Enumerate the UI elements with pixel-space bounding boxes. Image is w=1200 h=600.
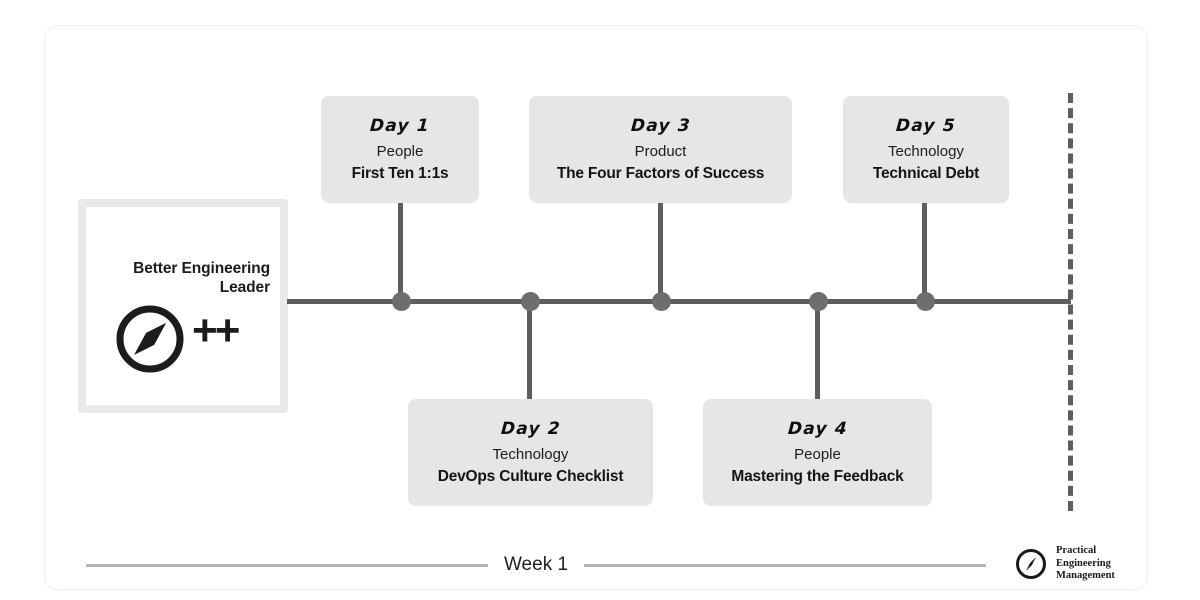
- day-card-1-title: First Ten 1:1s: [351, 165, 449, 182]
- day-card-1-category: People: [376, 143, 424, 160]
- compass-icon: [1016, 549, 1046, 579]
- timeline-axis: [287, 299, 1071, 304]
- day-card-5-category: Technology: [888, 143, 964, 160]
- brand-logo-box: Better Engineering Leader ++: [78, 199, 288, 413]
- day-card-4[interactable]: Day 4 People Mastering the Feedback: [703, 399, 932, 506]
- timeline-end-dashed-line: [1068, 93, 1073, 511]
- canvas-frame: [44, 25, 1148, 590]
- connector-stem-day-4: [815, 301, 820, 400]
- day-card-5-day: Day 5: [895, 116, 957, 136]
- timeline-dot-day-3[interactable]: [652, 292, 671, 311]
- day-card-4-category: People: [794, 446, 841, 463]
- brand-title: Better Engineering Leader: [96, 259, 270, 298]
- day-card-2-category: Technology: [492, 446, 569, 463]
- connector-stem-day-5: [922, 203, 927, 302]
- timeline-dot-day-1[interactable]: [392, 292, 411, 311]
- day-card-3-category: Product: [634, 143, 687, 160]
- footer-logo-line2: Engineering: [1056, 557, 1111, 569]
- day-card-1[interactable]: Day 1 People First Ten 1:1s: [321, 96, 479, 203]
- brand-mark: ++: [114, 303, 260, 375]
- connector-stem-day-2: [527, 301, 532, 400]
- footer-logo: Practical Engineering Management: [1015, 543, 1135, 585]
- footer-logo-line1: Practical: [1056, 545, 1097, 557]
- connector-stem-day-1: [398, 203, 403, 302]
- day-card-5-title: Technical Debt: [872, 165, 980, 182]
- week-rule-right: [584, 563, 987, 567]
- day-card-4-title: Mastering the Feedback: [731, 468, 904, 485]
- day-card-2-title: DevOps Culture Checklist: [437, 468, 624, 485]
- brand-title-line2: Leader: [219, 279, 270, 297]
- timeline-dot-day-2[interactable]: [521, 292, 540, 311]
- week-divider: Week 1: [86, 550, 987, 580]
- connector-stem-day-3: [658, 203, 663, 302]
- day-card-1-day: Day 1: [369, 116, 431, 136]
- day-card-3-title: The Four Factors of Success: [556, 165, 765, 182]
- timeline-dot-day-4[interactable]: [809, 292, 828, 311]
- day-card-3-day: Day 3: [629, 116, 692, 136]
- brand-plus-mark: ++: [192, 306, 240, 355]
- day-card-5[interactable]: Day 5 Technology Technical Debt: [843, 96, 1009, 203]
- brand-title-line1: Better Engineering: [133, 260, 270, 277]
- week-rule-left: [86, 563, 488, 567]
- compass-icon: [116, 305, 184, 373]
- footer-logo-line3: Management: [1056, 570, 1115, 582]
- week-label: Week 1: [503, 554, 569, 575]
- brand-logo-inner: Better Engineering Leader ++: [86, 207, 280, 405]
- timeline-dot-day-5[interactable]: [916, 292, 935, 311]
- day-card-2-day: Day 2: [499, 419, 562, 439]
- day-card-3[interactable]: Day 3 Product The Four Factors of Succes…: [529, 96, 792, 203]
- footer-logo-text: Practical Engineering Management: [1056, 545, 1115, 582]
- day-card-4-day: Day 4: [786, 419, 849, 439]
- day-card-2[interactable]: Day 2 Technology DevOps Culture Checklis…: [408, 399, 653, 506]
